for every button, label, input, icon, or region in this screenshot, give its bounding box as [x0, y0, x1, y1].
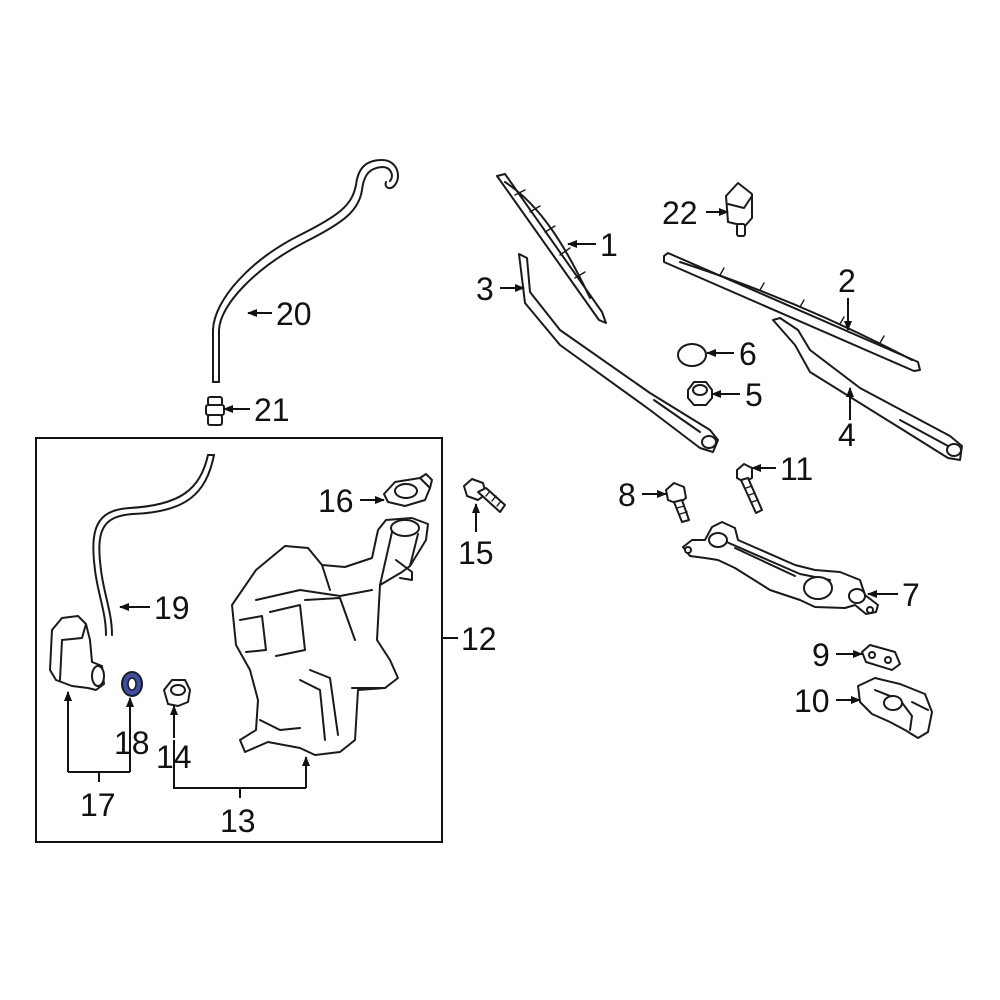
washer-hose-part-20[interactable] — [212, 159, 399, 383]
callout-5: 5 — [745, 377, 763, 413]
bolt-part-15[interactable] — [463, 478, 506, 513]
pivot-cap-part-6[interactable] — [677, 343, 707, 367]
wiper-linkage-part-7[interactable] — [682, 521, 879, 615]
wiper-arm-part-3[interactable] — [518, 253, 719, 453]
callout-14: 14 — [156, 739, 192, 775]
callout-1: 1 — [600, 227, 618, 263]
wiper-blade-part-1[interactable] — [496, 173, 607, 324]
callout-6: 6 — [739, 336, 757, 372]
callout-4: 4 — [838, 417, 856, 453]
callout-12: 12 — [461, 621, 497, 657]
pivot-nut-part-5[interactable] — [687, 381, 713, 406]
bolt-part-8[interactable] — [665, 482, 690, 523]
callout-3: 3 — [476, 271, 494, 307]
grommet-part-14[interactable] — [163, 679, 191, 707]
callout-18: 18 — [114, 725, 150, 761]
wiper-arm-part-4[interactable] — [772, 317, 963, 461]
callout-13: 13 — [220, 803, 256, 839]
callout-2: 2 — [838, 263, 856, 299]
washer-pump-part-17[interactable] — [49, 615, 105, 691]
reservoir-hose-part-19[interactable] — [92, 454, 215, 636]
callout-7: 7 — [902, 577, 920, 613]
callout-17: 17 — [80, 787, 116, 823]
bolt-part-11[interactable] — [736, 463, 763, 514]
callout-9: 9 — [812, 637, 830, 673]
grommet-part-18[interactable] — [121, 671, 143, 697]
callout-11: 11 — [780, 451, 813, 487]
callout-20: 20 — [276, 296, 312, 332]
callout-10: 10 — [794, 683, 830, 719]
callout-8: 8 — [618, 477, 636, 513]
bracket-part-9[interactable] — [861, 644, 901, 671]
wiper-motor-part-10[interactable] — [857, 677, 933, 739]
washer-reservoir-part-13[interactable] — [231, 517, 429, 756]
reservoir-assembly-box — [35, 437, 443, 843]
reservoir-cap-part-16[interactable] — [383, 473, 433, 507]
hose-connector-part-21[interactable] — [205, 396, 225, 426]
callout-19: 19 — [154, 590, 190, 626]
callout-22: 22 — [662, 195, 698, 231]
wiper-blade-part-2[interactable] — [663, 252, 921, 372]
washer-nozzle-part-22[interactable] — [725, 182, 753, 237]
callout-15: 15 — [458, 535, 494, 571]
callout-16: 16 — [318, 483, 354, 519]
callout-21: 21 — [254, 392, 290, 428]
